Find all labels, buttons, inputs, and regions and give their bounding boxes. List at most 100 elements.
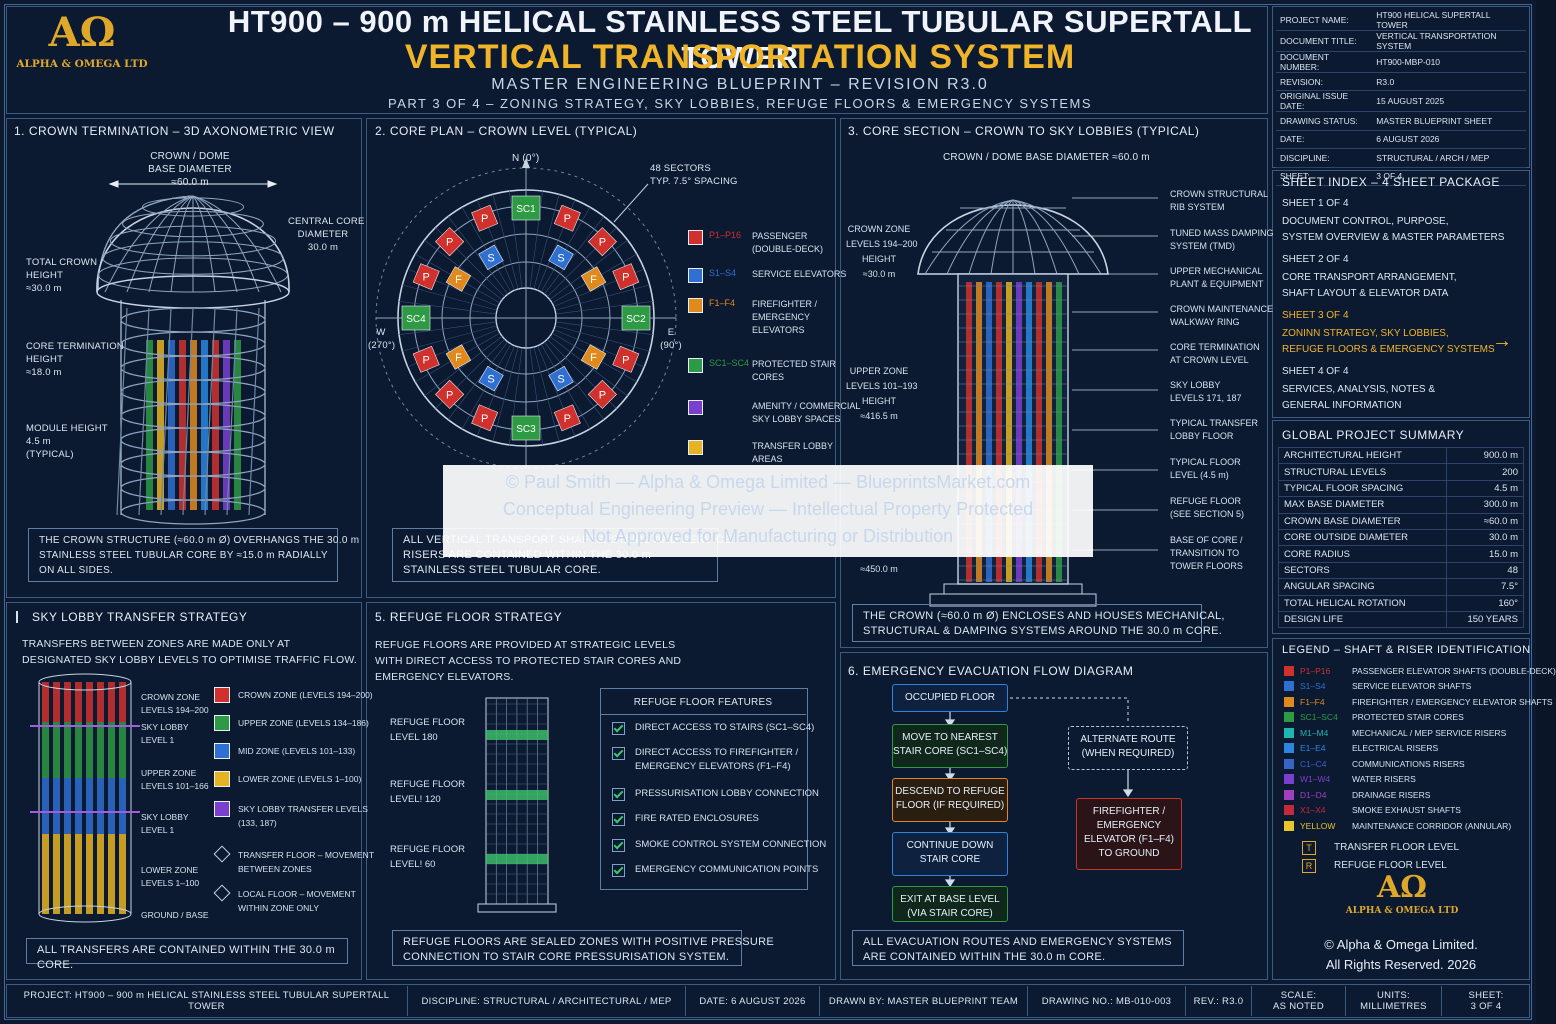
- zone-shaft: [53, 722, 60, 778]
- sky-lobby-legend-swatch: [214, 715, 230, 731]
- panel1-note: THE CROWN STRUCTURE (≈60.0 m Ø) OVERHANG…: [28, 528, 359, 582]
- sky-lobby-legend-swatch: [214, 801, 230, 817]
- dome-meridian: [192, 195, 216, 293]
- section-component-label: BASE OF CORE / TRANSITION TO TOWER FLOOR…: [1170, 535, 1243, 571]
- firefighter-shaft-label: F: [590, 274, 597, 286]
- zone-tower-base: [38, 905, 132, 923]
- doc-info-row: DOCUMENT NUMBER:HT900-MBP-010: [1276, 51, 1526, 73]
- dome-ring: [97, 257, 289, 293]
- panel4-title: SKY LOBBY TRANSFER STRATEGY: [32, 610, 248, 624]
- zone-shaft: [42, 682, 49, 722]
- legend-swatch: [1284, 727, 1294, 738]
- sector-line: [447, 216, 508, 295]
- legend-mark-text: REFUGE FLOOR LEVEL: [1334, 860, 1447, 871]
- section-shaft: [1026, 282, 1032, 582]
- summary-key: CORE RADIUS: [1277, 545, 1448, 563]
- company-name: ALPHA & OMEGA LTD: [16, 58, 148, 70]
- cage-diagonal: [138, 307, 150, 516]
- section-zone-label: CROWN ZONE LEVELS 194–200 HEIGHT ≈30.0 m: [846, 224, 918, 279]
- passenger-shaft-label: P: [622, 354, 629, 366]
- refuge-tower-base: [477, 903, 557, 913]
- company-logo: AΩ ALPHA & OMEGA LTD: [12, 8, 152, 70]
- service-shaft-label: S: [487, 374, 494, 386]
- section-component-label: CROWN MAINTENANCE WALKWAY RING: [1170, 304, 1273, 327]
- service-shaft-label: S: [557, 252, 564, 264]
- legend-text: DRAINAGE RISERS: [1352, 789, 1431, 800]
- refuge-feature-text: FIRE RATED ENCLOSURES: [635, 813, 759, 824]
- evacuation-step: CONTINUE DOWN STAIR CORE: [892, 832, 1008, 876]
- plan-legend-text: FIREFIGHTER / EMERGENCY ELEVATORS: [752, 299, 817, 335]
- crown-height-dim: TOTAL CROWN HEIGHT ≈30.0 m: [26, 257, 98, 294]
- sector-line: [492, 194, 519, 290]
- evacuation-step: EXIT AT BASE LEVEL (VIA STAIR CORE): [892, 886, 1008, 922]
- service-shaft-label: S: [557, 374, 564, 386]
- sky-lobby-zone-label: CROWN ZONE LEVELS 194–200: [141, 692, 209, 715]
- section-dome: [917, 204, 1109, 275]
- doc-info-key: ORIGINAL ISSUE DATE:: [1276, 90, 1373, 113]
- sector-line: [508, 191, 523, 289]
- doc-info-row: DATE:6 AUGUST 2026: [1276, 130, 1526, 150]
- summary-key: SECTORS: [1277, 561, 1448, 580]
- legend-swatch: [1284, 789, 1294, 800]
- section-component-label: TYPICAL FLOOR LEVEL (4.5 m): [1170, 457, 1241, 480]
- passenger-shaft: [412, 263, 440, 291]
- sky-lobby-legend-text: LOCAL FLOOR – MOVEMENT WITHIN ZONE ONLY: [238, 889, 356, 913]
- summary-title: GLOBAL PROJECT SUMMARY: [1282, 428, 1465, 442]
- sector-line: [529, 191, 544, 289]
- check-icon: [612, 747, 625, 760]
- summary-key: TOTAL HELICAL ROTATION: [1277, 594, 1448, 612]
- panel1-title: 1. CROWN TERMINATION – 3D AXONOMETRIC VI…: [14, 124, 335, 138]
- refuge-feature-text: SMOKE CONTROL SYSTEM CONNECTION: [635, 839, 827, 850]
- sky-lobby-legend-text: UPPER ZONE (LEVELS 134–186): [238, 718, 369, 728]
- section-dome-rib: [1012, 199, 1036, 275]
- legend-text: SMOKE EXHAUST SHAFTS: [1352, 805, 1461, 816]
- sector-line: [508, 347, 523, 445]
- legend-code: W1–W4: [1300, 774, 1331, 785]
- panel3-frame: [840, 118, 1268, 648]
- sectors-leader: [613, 183, 649, 223]
- zone-shaft: [119, 834, 126, 914]
- firefighter-shaft-label: F: [590, 352, 597, 364]
- sector-line: [555, 300, 653, 315]
- refuge-feature: DIRECT ACCESS TO FIREFIGHTER / EMERGENCY…: [612, 746, 798, 774]
- doc-info-row: DOCUMENT TITLE:VERTICAL TRANSPORTATION S…: [1276, 30, 1526, 52]
- legend-swatch: [1284, 712, 1294, 723]
- legend-swatch: [1284, 758, 1294, 769]
- title-block-frame: [6, 984, 1530, 1018]
- doc-info-key: SHEET:: [1276, 167, 1373, 186]
- revision-line: MASTER ENGINEERING BLUEPRINT – REVISION …: [491, 76, 989, 93]
- zone-shaft: [53, 682, 60, 722]
- legend-mark-box: R: [1302, 859, 1316, 873]
- stair-core-label: SC3: [516, 424, 536, 435]
- sky-lobby-legend-text: TRANSFER FLOOR – MOVEMENT BETWEEN ZONES: [238, 850, 375, 874]
- west-label: W (270°): [368, 327, 396, 351]
- sky-lobby-legend-swatch: [214, 743, 230, 759]
- section-dome-rib: [990, 199, 1014, 275]
- section-dome-rib: [946, 199, 1014, 275]
- cage-diagonal: [160, 307, 172, 516]
- sheet-index-body: ZONINN STRATEGY, SKY LOBBIES, REFUGE FLO…: [1282, 328, 1495, 355]
- summary-value: 160°: [1446, 594, 1524, 612]
- main-title: HT900 – 900 m HELICAL STAINLESS STEEL TU…: [227, 4, 1253, 75]
- passenger-shaft-label: P: [622, 272, 629, 284]
- company-name-small: ALPHA & OMEGA LTD: [1345, 906, 1459, 916]
- core-shaft: [190, 340, 197, 510]
- sky-lobby-legend-text: SKY LOBBY TRANSFER LEVELS (133, 187): [238, 804, 368, 828]
- refuge-floor-band: [486, 790, 548, 800]
- plan-legend-swatch: [688, 358, 703, 373]
- core-diameter-dim: CENTRAL CORE DIAMETER 30.0 m: [288, 216, 365, 253]
- core-shaft: [179, 340, 186, 510]
- firefighter-shaft: [580, 266, 607, 292]
- legend-frame: [1272, 638, 1530, 980]
- stair-core-label: SC4: [406, 314, 426, 325]
- passenger-shaft: [412, 345, 440, 373]
- main-subtitle: VERTICAL TRANSPORTATION SYSTEM: [404, 38, 1076, 76]
- legend-code: YELLOW: [1300, 820, 1336, 831]
- plan-legend-swatch: [688, 230, 703, 245]
- refuge-feature: EMERGENCY COMMUNICATION POINTS: [612, 863, 818, 877]
